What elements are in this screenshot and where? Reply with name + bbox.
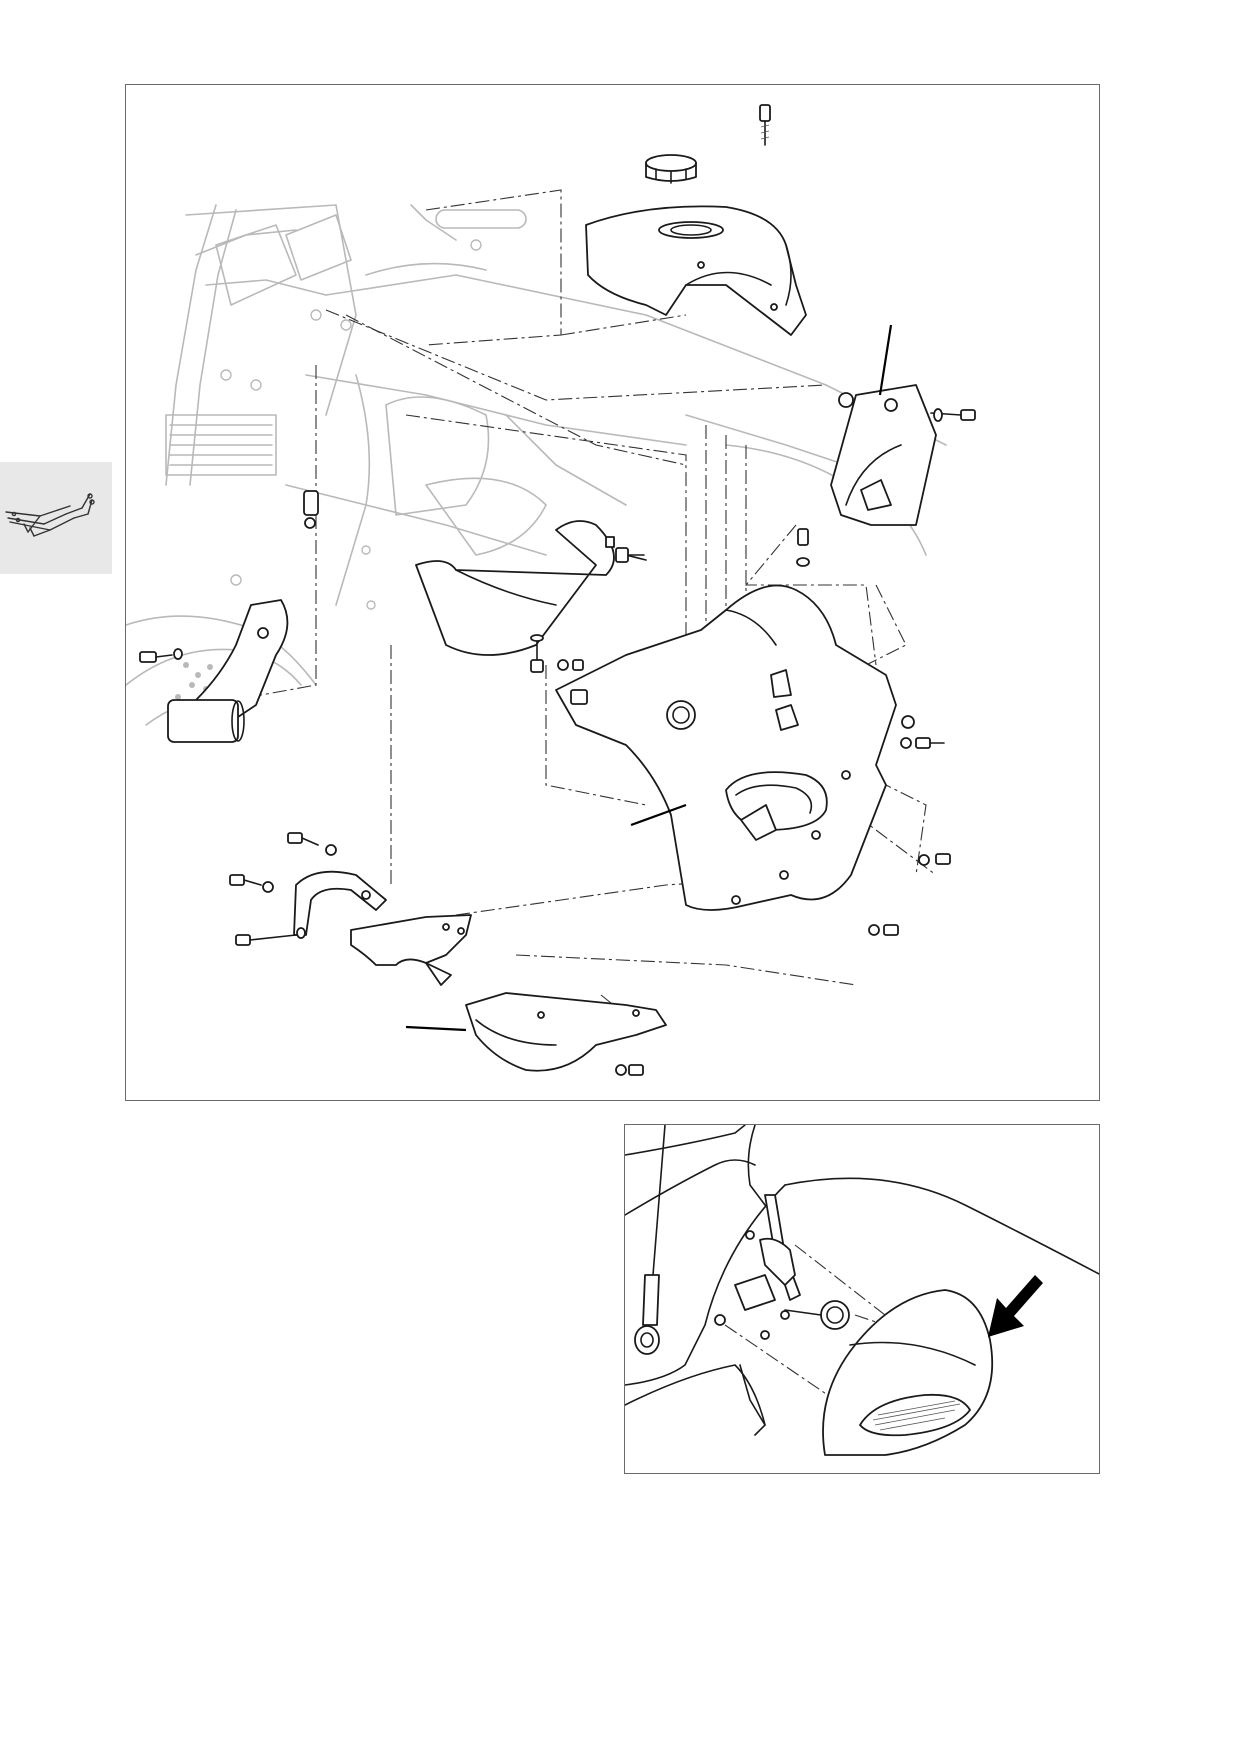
belly-pan-screw: [615, 1064, 644, 1076]
callout-line-belly-pan: [405, 1025, 467, 1032]
duct-screw: [139, 648, 183, 663]
panel-screw-right: [930, 408, 976, 422]
exploded-view-panel: [125, 84, 1100, 1101]
indicator-bulb-holder: [784, 1300, 850, 1330]
callout-line-fairing: [630, 803, 687, 827]
indicator-bracket: [714, 1194, 801, 1340]
cap-screw: [759, 104, 771, 146]
fuel-tank-cover: [585, 205, 807, 336]
heel-guard: [350, 914, 472, 986]
pointer-arrow-icon: [988, 1275, 1043, 1337]
exploded-view-drawing: [126, 104, 976, 1076]
right-upper-side-panel: [830, 384, 937, 526]
indicator-lens: [822, 1289, 994, 1456]
central-fairing-side-panel: [555, 584, 897, 911]
motorcycle-frame-icon: [5, 493, 95, 537]
filler-cap: [645, 154, 697, 184]
indicator-detail-panel: [624, 1124, 1100, 1474]
radiator-cover-screws: [557, 547, 647, 671]
callout-line-side-panel: [878, 324, 893, 396]
lower-belly-pan: [465, 992, 667, 1072]
fairing-screws: [530, 634, 951, 936]
bracket-screws: [229, 832, 337, 946]
section-thumb-tab: [0, 462, 112, 574]
indicator-detail-drawing: [625, 1125, 1099, 1456]
radiator-cover: [415, 520, 615, 656]
detail-strut: [634, 1125, 666, 1355]
mounting-bracket: [293, 870, 387, 936]
detail-fairing-outline: [625, 1125, 1099, 1436]
washer-stack-mid: [303, 490, 810, 567]
air-duct-left: [167, 599, 289, 743]
